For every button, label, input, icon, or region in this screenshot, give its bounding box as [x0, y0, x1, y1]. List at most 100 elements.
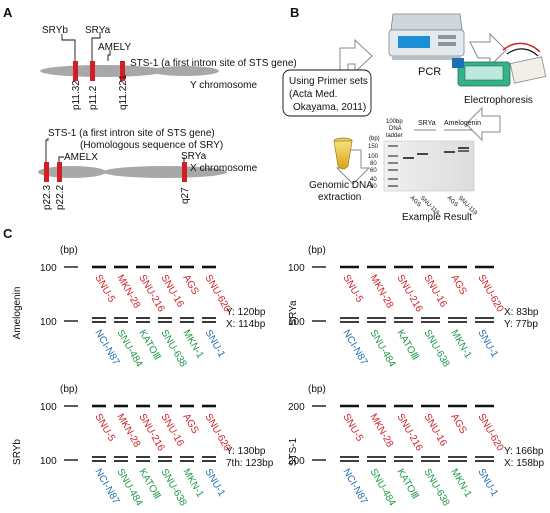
cell-line-label: SNU-638	[421, 328, 451, 369]
cell-line-label: AGS	[180, 273, 200, 297]
primer-note-line-3: Okayama, 2011)	[293, 102, 366, 113]
cell-line-label: KATOⅢ	[394, 467, 420, 501]
gel-unit-label: (bp)	[60, 245, 78, 256]
cell-line-label: SNU-5	[340, 273, 365, 305]
cell-line-label: SNU-1	[202, 328, 227, 360]
dna-tube-icon	[333, 137, 353, 170]
x-chromosome: STS-1 (a first intron site of STS gene) …	[38, 128, 258, 210]
dna-label-line-2: extraction	[318, 192, 361, 203]
cell-line-label: SNU-1	[202, 467, 227, 499]
gel-group-amelogenin: Amelogenin	[444, 120, 481, 127]
cell-line-label: SNU-1	[475, 467, 500, 499]
marker-sts1-x: STS-1 (a first intron site of STS gene)	[48, 128, 215, 139]
panel-b: B PCR Electrophoresis	[282, 5, 547, 223]
y-band-p11-2	[90, 61, 95, 81]
panel-c: Amelogenin(bp)100SNU-5MKN-28SNU-216SNU-1…	[12, 245, 544, 508]
electrophoresis-label: Electrophoresis	[464, 95, 533, 106]
cell-line-label: NCI-N87	[340, 328, 369, 368]
cell-line-label: SNU-620	[475, 412, 505, 453]
primer-note-line-2: (Acta Med.	[289, 89, 337, 100]
x-chromosome-name: X chromosome	[190, 163, 258, 174]
tick-label: 100	[40, 317, 57, 328]
primer-note-box	[282, 69, 372, 117]
band-annotation-upper: X: 83bp	[504, 307, 539, 318]
marker-amelx: AMELX	[64, 152, 98, 163]
pcr-label: PCR	[418, 66, 441, 78]
cell-line-label: SNU-5	[340, 412, 365, 444]
cell-line-label: SNU-16	[421, 273, 449, 310]
gel-tick-100: 100	[368, 154, 379, 160]
band-annotation-upper: Y: 166bp	[504, 446, 544, 457]
primer-note-line-1: Using Primer sets	[289, 76, 368, 87]
gel-tick-60: 60	[370, 168, 377, 174]
gel-group-srya: SRYa	[418, 120, 436, 127]
x-band-q27	[182, 162, 187, 182]
x-band-label-3: q27	[180, 187, 191, 204]
marker-srya-x: SRYa	[181, 151, 207, 162]
gel-lane-label-3: AGS	[446, 195, 459, 208]
gel-unit: (bp)	[369, 136, 380, 142]
cell-line-label: MKN-1	[448, 467, 473, 500]
panel-b-label: B	[290, 5, 299, 20]
tick-label: 100	[40, 402, 57, 413]
gel-tick-80: 80	[370, 161, 377, 167]
gel-unit-label: (bp)	[308, 245, 326, 256]
cell-line-label: SNU-484	[367, 328, 397, 369]
marker-amely: AMELY	[98, 42, 131, 53]
cell-line-label: MKN-28	[367, 412, 395, 450]
band-annotation-lower: 7th: 123bp	[226, 458, 274, 469]
cell-line-label: SNU-484	[367, 467, 397, 508]
pcr-machine-icon	[388, 13, 465, 60]
x-band-label-1: p22.3	[42, 185, 53, 210]
cell-line-label: SNU-1	[475, 328, 500, 360]
y-band-p11-32	[73, 61, 78, 81]
gel-ladder-header-3: ladder	[386, 133, 403, 139]
band-annotation-lower: Y: 77bp	[504, 319, 538, 330]
cell-line-label: SNU-638	[421, 467, 451, 508]
band-annotation-upper: Y: 130bp	[226, 446, 266, 457]
cell-line-label: SNU-5	[92, 412, 117, 444]
gel-unit-label: (bp)	[308, 384, 326, 395]
gel-ladder-header-2: DNA	[389, 126, 402, 132]
cell-line-label: MKN-28	[367, 273, 395, 311]
marker-srby-y: SRYb	[42, 25, 68, 36]
panel-c-label: C	[3, 226, 13, 241]
gel-title: SRYb	[12, 439, 23, 465]
example-gel: 100bp DNA ladder (bp) SRYa Amelogenin	[368, 119, 481, 217]
gel-ladder-header-1: 100bp	[386, 119, 403, 125]
gel-block-amelogenin: Amelogenin(bp)100SNU-5MKN-28SNU-216SNU-1…	[12, 245, 266, 369]
gel-title: Amelogenin	[12, 287, 23, 340]
y-band-q11-221	[120, 61, 125, 81]
gel-title: STS-1	[288, 437, 299, 466]
tick-label: 100	[288, 263, 305, 274]
cell-line-label: SNU-620	[475, 273, 505, 314]
y-chromosome-name: Y chromosome	[190, 80, 258, 91]
marker-srya-y: SRYa	[85, 25, 111, 36]
y-band-label-3: q11.221	[118, 74, 129, 110]
y-chromosome: SRYb SRYa AMELY STS-1 (a first intron si…	[40, 25, 297, 110]
y-band-label-2: p11.2	[88, 85, 99, 110]
cell-line-label: SNU-16	[421, 412, 449, 449]
x-band-label-2: p22.2	[55, 185, 66, 210]
panel-a: A SRYb SRYa AMELY STS-1 (a first intron …	[3, 5, 297, 210]
gel-unit-label: (bp)	[60, 384, 78, 395]
cell-line-label: AGS	[448, 273, 468, 297]
gel-tick-150: 150	[368, 144, 379, 150]
tick-label: 100	[40, 263, 57, 274]
cell-line-label: KATOⅢ	[394, 328, 420, 362]
gel-ladder-bands	[388, 145, 398, 187]
cell-line-label: AGS	[448, 412, 468, 436]
gel-tick-30: 30	[370, 184, 377, 190]
band-annotation-lower: X: 158bp	[504, 458, 544, 469]
electrophoresis-icon	[452, 42, 547, 87]
gel-tick-40: 40	[370, 177, 377, 183]
tick-label: 200	[288, 402, 305, 413]
example-result-label: Example Result	[402, 212, 472, 223]
x-band-p22-3	[44, 162, 49, 182]
cell-line-label: NCI-N87	[340, 467, 369, 507]
cell-line-label: SNU-216	[394, 273, 424, 314]
